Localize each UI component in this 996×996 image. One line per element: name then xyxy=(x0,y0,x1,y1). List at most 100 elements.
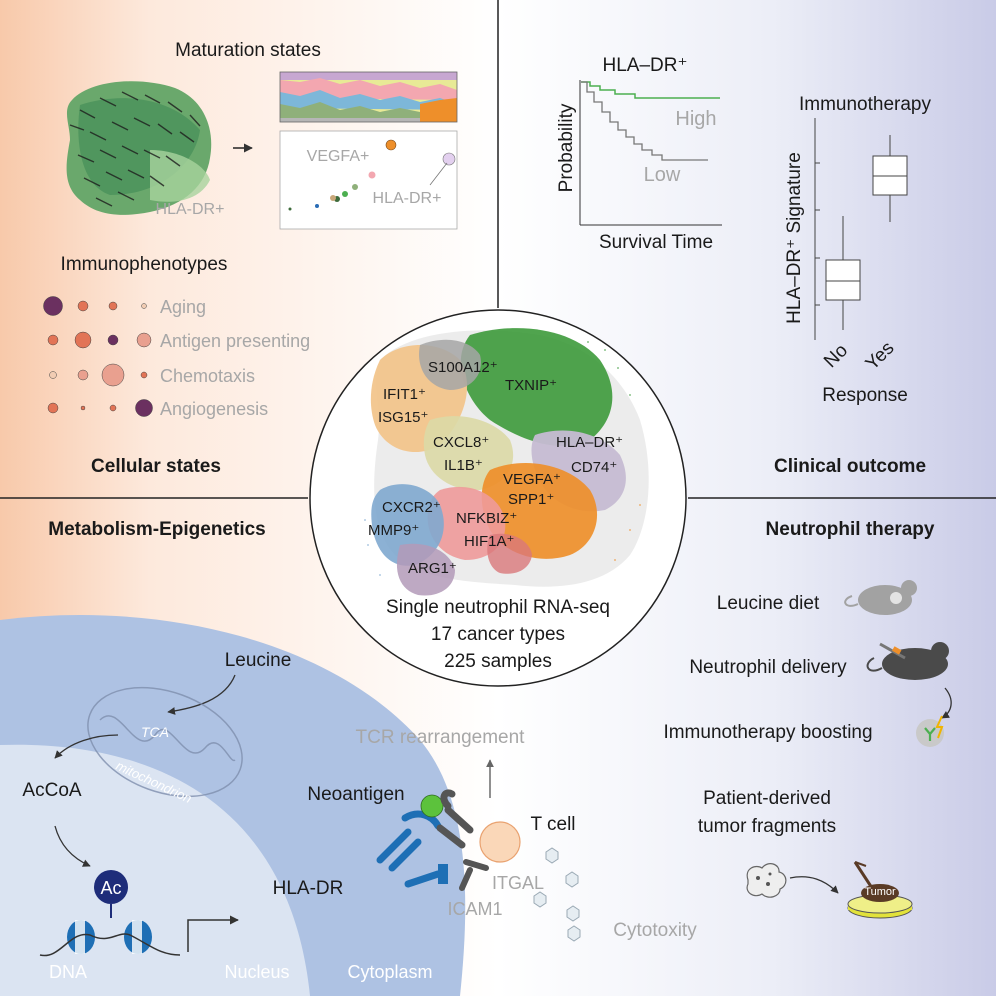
cluster-label: HIF1A⁺ xyxy=(464,533,514,550)
ac-label: Ac xyxy=(100,878,121,898)
tumor-label: Tumor xyxy=(864,886,896,898)
tca-label: TCA xyxy=(141,724,169,740)
therapy-panel: Neutrophil therapy Leucine diet Neutroph… xyxy=(663,519,952,919)
cluster-label: IL1B⁺ xyxy=(444,457,483,474)
nucleosome-icon xyxy=(39,920,181,957)
cluster-label: ARG1⁺ xyxy=(408,560,457,577)
box-axis xyxy=(814,118,820,340)
cluster-label: CXCR2⁺ xyxy=(382,499,441,516)
cluster-label: IFIT1⁺ xyxy=(383,386,426,403)
cluster-label: NFKBIZ⁺ xyxy=(456,510,517,527)
cytotoxic-granules-icon xyxy=(533,847,581,942)
box-y-label: HLA–DR⁺ Signature xyxy=(784,152,805,324)
km-low-label: Low xyxy=(644,164,681,186)
accoa-arrow xyxy=(54,825,91,867)
fragment-arrow xyxy=(789,876,839,894)
immunophenotypes-title: Immunophenotypes xyxy=(61,254,228,275)
mhc-receptor-icon xyxy=(376,794,444,872)
phenotype-label: Antigen presenting xyxy=(160,331,310,351)
leucine-label: Leucine xyxy=(225,650,292,671)
scatter-point xyxy=(315,204,319,208)
nucleus-label: Nucleus xyxy=(224,962,289,982)
cytoplasm-label: Cytoplasm xyxy=(347,962,432,982)
center-atlas: S100A12⁺ TXNIP⁺ IFIT1⁺ ISG15⁺ CXCL8⁺ IL1… xyxy=(309,309,687,687)
umap-hla-dr-label: HLA-DR+ xyxy=(156,201,225,218)
km-x-label: Survival Time xyxy=(599,232,713,253)
scatter-point xyxy=(342,191,348,197)
mouse-icon xyxy=(844,580,917,615)
leucine-diet-label: Leucine diet xyxy=(717,593,820,614)
cluster-label: TXNIP⁺ xyxy=(505,377,557,394)
cytotoxicity-label: Cytotoxity xyxy=(613,920,697,941)
neoantigen-label: Neoantigen xyxy=(307,784,404,805)
scatter-point xyxy=(385,139,397,151)
center-line-1: Single neutrophil RNA-seq xyxy=(386,597,610,618)
boost-icon xyxy=(916,715,944,747)
cluster-label: CD74⁺ xyxy=(571,459,617,476)
scatter-vegfa-label: VEGFA+ xyxy=(307,148,370,165)
tumor-cell-icon xyxy=(746,863,787,898)
cluster-label: HLA–DR⁺ xyxy=(556,434,623,451)
mitochondrion-icon xyxy=(87,686,243,798)
t-cell-icon xyxy=(479,821,521,863)
cluster-label: MMP9⁺ xyxy=(368,522,419,539)
km-high-label: High xyxy=(675,108,716,130)
cluster-label: SPP1⁺ xyxy=(508,491,554,508)
atlas-umap xyxy=(364,328,649,596)
icam1-label: ICAM1 xyxy=(447,899,502,919)
immunotherapy-boosting-label: Immunotherapy boosting xyxy=(663,722,872,743)
culture-dish-icon xyxy=(847,861,913,919)
cellular-states-panel: Maturation states HLA-DR+ xyxy=(43,40,458,477)
injected-mouse-icon xyxy=(866,642,949,680)
center-line-2: 17 cancer types xyxy=(431,624,565,645)
accoa-label: AcCoA xyxy=(22,780,81,801)
fragments-line-2: tumor fragments xyxy=(698,816,836,837)
transcription-arrow xyxy=(187,915,239,952)
scatter-hla-dr-label: HLA-DR+ xyxy=(373,190,442,207)
km-y-label: Probability xyxy=(556,103,577,192)
immunophenotype-dot-matrix xyxy=(43,296,153,417)
km-title: HLA–DR⁺ xyxy=(603,55,688,76)
maturation-scatter-plot: VEGFA+ HLA-DR+ xyxy=(279,130,458,230)
km-low-curve xyxy=(581,81,708,161)
metabolism-title: Metabolism-Epigenetics xyxy=(48,519,266,540)
scatter-point xyxy=(442,152,456,166)
cluster-label: CXCL8⁺ xyxy=(433,434,489,451)
scatter-point xyxy=(288,207,292,211)
tca-arrow xyxy=(54,734,119,759)
therapy-title: Neutrophil therapy xyxy=(766,519,935,540)
delivery-arrow xyxy=(941,687,952,719)
cellular-states-title: Cellular states xyxy=(91,456,221,477)
leucine-arrow xyxy=(167,674,236,715)
umap-plot: HLA-DR+ xyxy=(66,81,225,218)
cluster-label: ISG15⁺ xyxy=(378,409,428,426)
box-yes xyxy=(872,135,908,222)
maturation-stacked-plot xyxy=(279,71,458,123)
phenotype-label: Chemotaxis xyxy=(160,366,255,386)
cluster-label: VEGFA⁺ xyxy=(503,471,561,488)
tcr-label: TCR rearrangement xyxy=(356,727,526,748)
scatter-point xyxy=(352,184,358,190)
box-title: Immunotherapy xyxy=(799,94,932,115)
phenotype-label: Angiogenesis xyxy=(160,399,268,419)
box-no xyxy=(825,216,861,330)
t-cell-label: T cell xyxy=(530,814,575,835)
dna-label: DNA xyxy=(49,962,87,982)
cluster-label: S100A12⁺ xyxy=(428,359,498,376)
hla-dr-gene-label: HLA-DR xyxy=(273,878,344,899)
integrin-icon xyxy=(404,859,489,891)
clinical-outcome-title: Clinical outcome xyxy=(774,456,926,477)
km-high-curve xyxy=(581,81,720,99)
phenotype-label: Aging xyxy=(160,297,206,317)
fragments-line-1: Patient-derived xyxy=(703,788,831,809)
maturation-states-title: Maturation states xyxy=(175,40,321,61)
neutrophil-delivery-label: Neutrophil delivery xyxy=(689,657,847,678)
box-x-label: Response xyxy=(822,385,908,406)
scatter-point xyxy=(368,171,376,179)
center-line-3: 225 samples xyxy=(444,651,552,672)
scatter-point xyxy=(330,195,336,201)
itgal-label: ITGAL xyxy=(492,873,544,893)
acetyl-icon xyxy=(94,870,128,904)
tcr-receptor-icon xyxy=(436,789,474,849)
